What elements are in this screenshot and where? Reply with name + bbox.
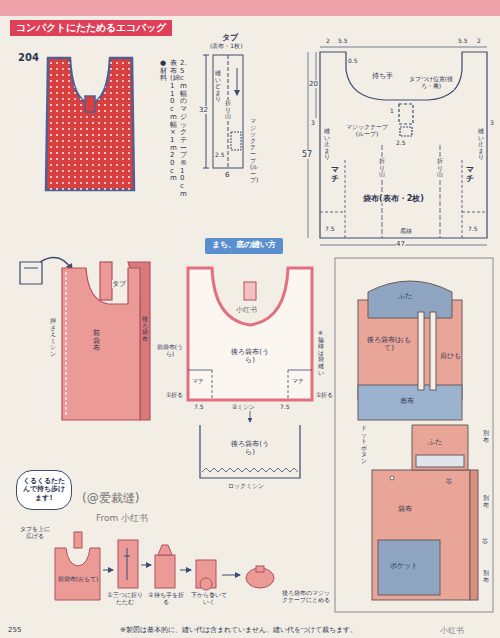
speech-bubble: くるくるたたんで持ち歩けます!: [16, 470, 72, 510]
part-label: ②ミシン: [232, 404, 255, 411]
part-label: マチ: [331, 166, 339, 184]
part-label: ①折る: [166, 392, 183, 399]
part-label: 後ろ袋布のマジックテープにとめる: [280, 590, 332, 604]
part-label: ロックミシン: [228, 483, 264, 490]
part-label: ポケット: [390, 562, 418, 570]
part-label: 別布: [483, 430, 489, 443]
dimension: 6: [225, 171, 229, 179]
part-label: 押さえミシン: [50, 318, 56, 358]
node-text: まち、底の縫い方: [211, 240, 277, 250]
part-label: 袋布(表布・2枚): [363, 194, 424, 203]
part-label: 別布: [483, 570, 489, 583]
dimension: 3: [311, 120, 315, 127]
dimension: 7.5: [194, 404, 204, 411]
part-label: 底線: [400, 228, 412, 235]
dimension: 2: [326, 38, 330, 45]
part-label: 後ろ袋布(うら): [228, 348, 272, 364]
part-label: 後ろ袋布(おもて): [366, 336, 412, 352]
part-label: 折り山: [225, 100, 231, 120]
part-label: マジックテープ(ループ): [250, 118, 256, 184]
part-label: タブつけ位置(後ろ・裏): [408, 76, 454, 90]
title-banner: コンパクトにたためるエコバッグ: [10, 20, 172, 36]
part-label: 袋布: [398, 505, 412, 513]
part-label: 表布(綿)110cm幅×1m20cm: [170, 60, 177, 183]
part-label: 縫い止まり: [324, 128, 330, 161]
dimension: 7.5: [468, 226, 478, 233]
part-label: ②持ち手を折る: [148, 592, 184, 606]
part-label: 前袋布: [93, 330, 100, 353]
part-label: 折り山: [379, 158, 385, 178]
dimension: 2: [477, 38, 481, 45]
part-label: 前袋布(うら): [156, 344, 184, 358]
dimension: 47: [396, 240, 405, 248]
part-label: ①三つに折りたたむ: [106, 592, 144, 606]
part-label: 前袋布(おもて): [57, 576, 99, 583]
part-label: ※製図は基本的に、縫い代は含まれていません。縫い代をつけて裁ちます。: [120, 626, 357, 634]
dimension: 3: [490, 120, 494, 127]
part-label: マチ: [292, 378, 304, 385]
dimension: 1: [390, 108, 394, 115]
part-label: (表布・1枚): [210, 43, 243, 50]
part-label: ふた: [398, 292, 412, 300]
part-label: 持ち手: [372, 72, 393, 80]
dimension: 0.5: [348, 58, 358, 65]
dimension: 255: [8, 626, 21, 634]
dimension: 20: [309, 80, 318, 88]
dimension: 204: [18, 52, 39, 64]
part-label: 後ろ袋布(うら): [228, 440, 272, 456]
part-label: 縫い止まり: [478, 128, 484, 161]
dimension: 7.5: [280, 404, 290, 411]
part-label: ふた: [428, 438, 442, 446]
dimension: 32: [199, 106, 208, 114]
part-label: 別布: [483, 495, 489, 508]
part-label: 2.5cm幅のマジックテープ®10cm: [180, 60, 187, 198]
part-label: マチ: [466, 166, 474, 184]
part-label: 底布: [400, 397, 414, 405]
watermark: 小红书: [236, 306, 257, 314]
watermark: From 小红书: [96, 513, 148, 523]
part-label: 後ろ袋布: [142, 316, 148, 342]
part-label: タブを上に広げる: [18, 526, 52, 540]
part-label: ①折る: [316, 392, 333, 399]
part-label: タブ: [222, 33, 238, 42]
watermark: 小红书: [440, 626, 464, 635]
part-label: 折り山: [437, 158, 443, 178]
dimension: 5.5: [458, 38, 468, 45]
dimension: 7.5: [325, 226, 335, 233]
watermark: (@爱裁缝): [82, 492, 139, 506]
dimension: 5.5: [338, 38, 348, 45]
part-label: ドットボタン: [361, 425, 367, 465]
part-label: 芯: [482, 538, 488, 545]
part-label: 芯: [446, 478, 452, 485]
part-label: ●材料: [160, 60, 167, 83]
part-label: 肩ひも: [440, 352, 461, 360]
dimension: 2.5: [396, 140, 406, 147]
part-label: マジックテープ(ループ): [342, 124, 392, 138]
dimension: 57: [302, 150, 312, 159]
part-label: タブ: [112, 280, 126, 288]
part-label: 下から巻いていく: [190, 592, 228, 606]
part-label: 縫いどまり: [215, 70, 221, 103]
dimension: 2.5: [215, 152, 225, 159]
node-text: くるくるたたんで持ち歩けます!: [23, 477, 65, 502]
section-band: まち、底の縫い方: [205, 238, 283, 254]
part-label: マチ: [192, 378, 204, 385]
part-label: ※脇線は袋縫い: [318, 330, 324, 376]
